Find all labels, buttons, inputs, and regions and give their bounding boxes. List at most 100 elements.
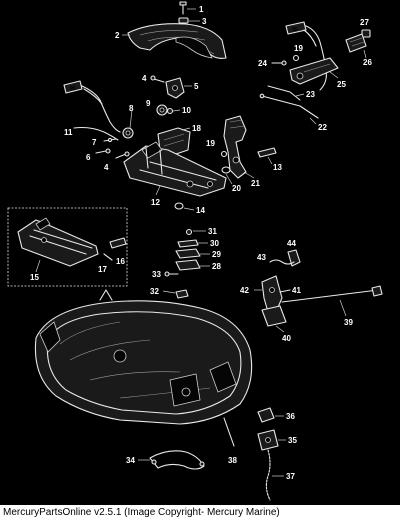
leader-22 bbox=[309, 117, 317, 125]
part-15-control-base[interactable] bbox=[17, 217, 99, 267]
callout-7: 7 bbox=[92, 138, 97, 147]
callout-25: 25 bbox=[337, 80, 346, 89]
callout-37: 37 bbox=[286, 472, 295, 481]
part-37-wire-harness[interactable] bbox=[265, 449, 271, 501]
part-44-connector[interactable] bbox=[287, 249, 301, 267]
leader-12 bbox=[155, 185, 161, 196]
part-25-cable-anchor[interactable] bbox=[289, 57, 339, 85]
part-9-bushing[interactable] bbox=[156, 104, 168, 116]
part-4-screw-lower[interactable] bbox=[115, 151, 130, 159]
leader-21 bbox=[243, 171, 255, 179]
callout-16: 16 bbox=[116, 257, 125, 266]
callout-8: 8 bbox=[129, 104, 134, 113]
callout-3: 3 bbox=[202, 17, 207, 26]
part-23-link[interactable] bbox=[267, 85, 301, 101]
part-31-nut[interactable] bbox=[185, 228, 193, 236]
callout-19-upper: 19 bbox=[294, 44, 303, 53]
part-22-rod[interactable] bbox=[259, 93, 319, 119]
part-41-link[interactable] bbox=[279, 289, 291, 293]
part-40-bracket[interactable] bbox=[261, 305, 287, 327]
part-32-clip[interactable] bbox=[175, 289, 189, 299]
callout-30: 30 bbox=[210, 239, 219, 248]
callout-38: 38 bbox=[228, 456, 237, 465]
part-36-bracket[interactable] bbox=[257, 407, 275, 423]
leader-10 bbox=[172, 109, 181, 112]
callout-20: 20 bbox=[232, 184, 241, 193]
part-12-housing-base[interactable] bbox=[123, 141, 227, 197]
part-10-washer[interactable] bbox=[166, 107, 174, 115]
part-34-harness-bracket[interactable] bbox=[149, 450, 205, 470]
callout-40: 40 bbox=[282, 334, 291, 343]
detail-inset-box bbox=[7, 207, 128, 287]
part-4-screw-upper[interactable] bbox=[150, 75, 165, 83]
callout-36: 36 bbox=[286, 412, 295, 421]
callout-18: 18 bbox=[192, 124, 201, 133]
callout-42: 42 bbox=[240, 286, 249, 295]
part-1-bolt[interactable] bbox=[179, 1, 187, 15]
leader-25 bbox=[329, 71, 339, 79]
callout-39: 39 bbox=[344, 318, 353, 327]
callout-33: 33 bbox=[152, 270, 161, 279]
callout-22: 22 bbox=[318, 123, 327, 132]
callout-14: 14 bbox=[196, 206, 205, 215]
parts-diagram: 1 3 2 95 4 5 9 10 bbox=[7, 1, 383, 501]
part-33-screw[interactable] bbox=[164, 271, 179, 277]
callout-2: 2 bbox=[115, 31, 120, 40]
part-24-screw[interactable] bbox=[271, 60, 287, 66]
shift-cable-right[interactable]: 95 bbox=[285, 21, 327, 91]
part-8-gear[interactable] bbox=[122, 127, 134, 139]
callout-26: 26 bbox=[363, 58, 372, 67]
part-5-bracket[interactable] bbox=[165, 77, 185, 99]
part-29-plate[interactable] bbox=[175, 248, 201, 259]
tag-95-left: 95 bbox=[70, 86, 76, 92]
part-17-clip[interactable] bbox=[103, 253, 113, 261]
leader-26 bbox=[363, 49, 367, 59]
callout-41: 41 bbox=[292, 286, 301, 295]
part-14-o-ring[interactable] bbox=[174, 202, 184, 210]
callout-28: 28 bbox=[212, 262, 221, 271]
part-19-washer-upper[interactable] bbox=[292, 54, 300, 62]
part-26-cable-barrel[interactable] bbox=[345, 33, 367, 53]
part-35-connector[interactable] bbox=[257, 429, 279, 451]
part-2-top-cover[interactable] bbox=[127, 23, 227, 59]
part-38-cable[interactable] bbox=[223, 417, 235, 447]
callout-34: 34 bbox=[126, 456, 135, 465]
leader-8 bbox=[129, 109, 133, 129]
callout-9: 9 bbox=[146, 99, 151, 108]
callout-4-upper: 4 bbox=[142, 74, 147, 83]
callout-17: 17 bbox=[98, 265, 107, 274]
part-7-clip[interactable] bbox=[103, 137, 117, 143]
leader-40 bbox=[275, 325, 285, 333]
callout-15: 15 bbox=[30, 273, 39, 282]
part-13-pin[interactable] bbox=[257, 147, 277, 158]
part-16-pin[interactable] bbox=[109, 237, 127, 249]
leader-39 bbox=[339, 299, 347, 317]
callout-23: 23 bbox=[306, 90, 315, 99]
callout-43: 43 bbox=[257, 253, 266, 262]
part-3-spacer[interactable] bbox=[178, 17, 189, 24]
leader-18 bbox=[181, 127, 191, 131]
part-21-shift-lever[interactable] bbox=[223, 115, 247, 179]
part-30-washer[interactable] bbox=[177, 239, 199, 248]
part-39-throttle-rod[interactable] bbox=[281, 285, 383, 303]
tag-95-right: 95 bbox=[292, 27, 298, 33]
callout-10: 10 bbox=[182, 106, 191, 115]
leader-15 bbox=[35, 259, 41, 273]
leader-32 bbox=[162, 290, 176, 294]
callout-29: 29 bbox=[212, 250, 221, 259]
bottom-cowl-housing[interactable] bbox=[34, 289, 253, 425]
part-28-plate[interactable] bbox=[175, 259, 201, 271]
part-6-screw[interactable] bbox=[95, 148, 111, 154]
callout-1: 1 bbox=[199, 5, 204, 14]
callout-6: 6 bbox=[86, 153, 91, 162]
callout-32: 32 bbox=[150, 287, 159, 296]
part-20-o-ring[interactable] bbox=[221, 166, 231, 174]
part-43-spring[interactable] bbox=[269, 259, 295, 265]
callout-35: 35 bbox=[288, 436, 297, 445]
throttle-cable-left[interactable]: 95 bbox=[63, 80, 121, 133]
part-11-cable-end[interactable] bbox=[73, 126, 119, 141]
part-19-washer-lower[interactable] bbox=[220, 150, 228, 158]
callout-44: 44 bbox=[287, 239, 296, 248]
leader-23 bbox=[295, 93, 305, 97]
callout-31: 31 bbox=[208, 227, 217, 236]
